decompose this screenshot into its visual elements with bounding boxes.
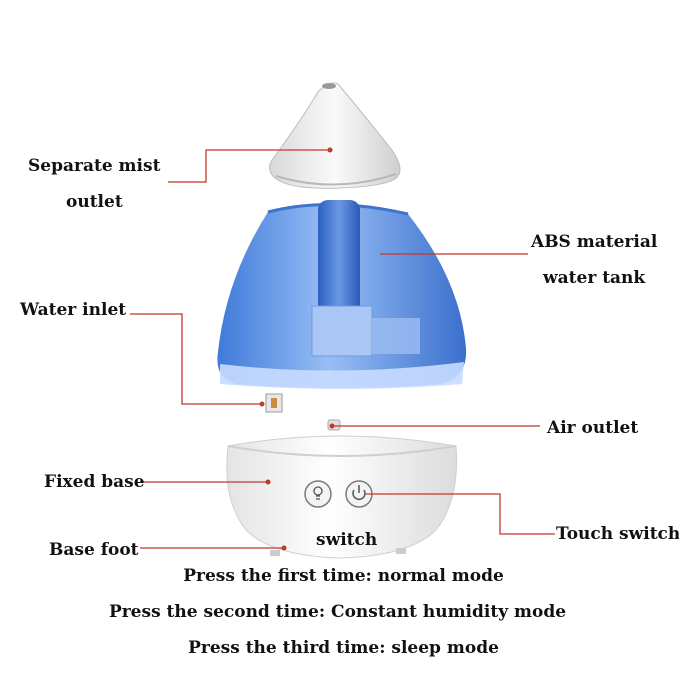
leader-mist-outlet (168, 149, 330, 183)
base-foot-left (270, 550, 280, 556)
water-tank (217, 200, 467, 413)
tank-core (311, 305, 373, 357)
leader-water-inlet (130, 313, 262, 405)
leader-touch-switch (366, 493, 555, 535)
label-separate-mist-outlet-1: Separate mist (28, 156, 161, 176)
label-separate-mist-outlet-2: outlet (66, 192, 123, 212)
mist-nozzle (322, 83, 336, 89)
mode-caption-2: Press the second time: Constant humidity… (108, 602, 567, 622)
label-base-foot: Base foot (49, 540, 139, 560)
mist-outlet-cone (269, 82, 401, 189)
power-icon[interactable] (345, 480, 373, 508)
mode-caption-3: Press the third time: sleep mode (188, 638, 499, 658)
light-bulb-icon[interactable] (304, 480, 332, 508)
label-abs-tank-2: water tank (543, 268, 646, 288)
label-fixed-base: Fixed base (44, 472, 145, 492)
label-touch-switch: Touch switch (556, 524, 679, 544)
label-abs-tank-1: ABS material (531, 232, 658, 252)
label-water-inlet: Water inlet (20, 300, 127, 320)
leader-lines (130, 149, 555, 549)
mode-caption-1: Press the first time: normal mode (183, 566, 504, 586)
leader-dots (259, 147, 335, 551)
label-switch: switch (316, 530, 378, 550)
mist-tube (318, 200, 360, 328)
fixed-base-body (226, 419, 458, 559)
label-air-outlet: Air outlet (547, 418, 639, 438)
base-foot-right (396, 548, 406, 554)
